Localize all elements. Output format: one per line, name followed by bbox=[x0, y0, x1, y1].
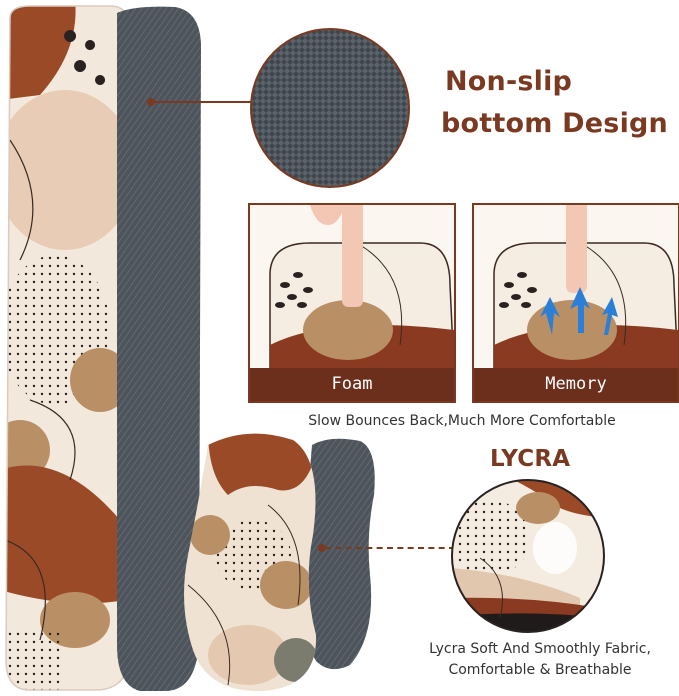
lycra-callout-line bbox=[325, 547, 455, 550]
lycra-caption-line1: Lycra Soft And Smoothly Fabric, bbox=[429, 641, 651, 657]
lycra-callout-dot bbox=[318, 544, 326, 552]
heel-grip-denim-side bbox=[117, 6, 201, 692]
small-pad-pattern-side bbox=[184, 433, 317, 692]
lycra-caption-line2: Comfortable & Breathable bbox=[448, 662, 632, 678]
memory-illustration bbox=[493, 205, 678, 370]
comparison-caption: Slow Bounces Back,Much More Comfortable bbox=[308, 413, 616, 429]
memory-label: Memory bbox=[474, 368, 678, 401]
headline-line2: bottom Design bbox=[441, 108, 668, 139]
small-pad-denim-side bbox=[303, 438, 375, 670]
foam-label: Foam bbox=[250, 368, 454, 401]
callout-line bbox=[154, 101, 252, 103]
memory-panel: Memory bbox=[472, 203, 679, 403]
callout-dot bbox=[147, 98, 155, 106]
rebound-arrows-icon bbox=[540, 287, 618, 335]
heel-grip-pattern-side bbox=[5, 5, 131, 691]
lycra-closeup-circle bbox=[451, 479, 605, 633]
foam-illustration bbox=[269, 205, 454, 370]
fabric-closeup-circle bbox=[250, 28, 410, 188]
headline-line1: Non-slip bbox=[445, 66, 573, 97]
lycra-title: LYCRA bbox=[490, 446, 571, 472]
foam-panel: Foam bbox=[248, 203, 456, 403]
